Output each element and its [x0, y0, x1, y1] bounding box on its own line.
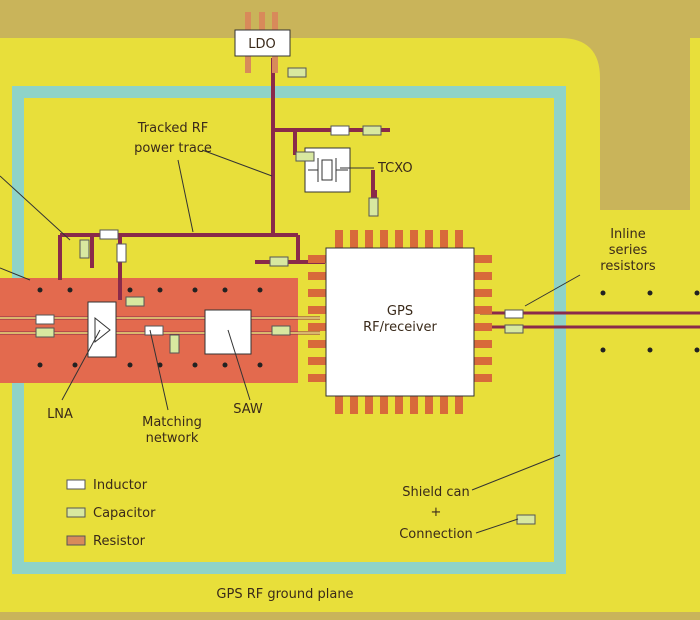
gps-receiver-chip: [325, 247, 475, 397]
ground-plane-label: GPS RF ground plane: [216, 587, 353, 602]
inline-label-line2: series: [609, 243, 648, 258]
saw-filter: [204, 309, 252, 355]
ldo-label: LDO: [248, 37, 276, 52]
lna-label: LNA: [47, 407, 73, 422]
legend-resistor-swatch: [66, 535, 86, 546]
gps-label-line1: GPS: [387, 304, 413, 319]
inline-label-line3: resistors: [600, 259, 656, 274]
ldo-package: [234, 12, 291, 73]
legend: Inductor Capacitor Resistor: [66, 478, 156, 549]
matching-label-line1: Matching: [142, 415, 202, 430]
legend-capacitor-label: Capacitor: [93, 506, 156, 521]
lna-amplifier-symbol: [94, 316, 111, 344]
tracked-rf-label-line1: Tracked RF: [137, 121, 208, 136]
shield-label-plus: +: [431, 505, 442, 520]
tracked-rf-label-line2: power trace: [134, 141, 212, 156]
lna-package: [87, 301, 117, 358]
ground-vias: [37, 287, 700, 368]
legend-inductor-label: Inductor: [93, 478, 148, 493]
inline-label-line1: Inline: [610, 227, 646, 242]
board-bridge: [600, 380, 680, 420]
saw-label: SAW: [233, 402, 263, 417]
legend-resistor-label: Resistor: [93, 534, 146, 549]
gps-chip-pins: [308, 230, 492, 414]
shield-label-line1: Shield can: [402, 485, 469, 500]
shield-label-line2: Connection: [399, 527, 473, 542]
callout-lines: [0, 149, 581, 534]
tcxo-label: TCXO: [377, 161, 413, 176]
shield-can-outline: [12, 86, 566, 574]
gps-label-line2: RF/receiver: [363, 320, 437, 335]
matching-label-line2: network: [146, 431, 199, 446]
legend-capacitor-swatch: [66, 507, 86, 518]
board-right-lobe: [620, 210, 700, 330]
legend-inductor-swatch: [66, 479, 86, 490]
